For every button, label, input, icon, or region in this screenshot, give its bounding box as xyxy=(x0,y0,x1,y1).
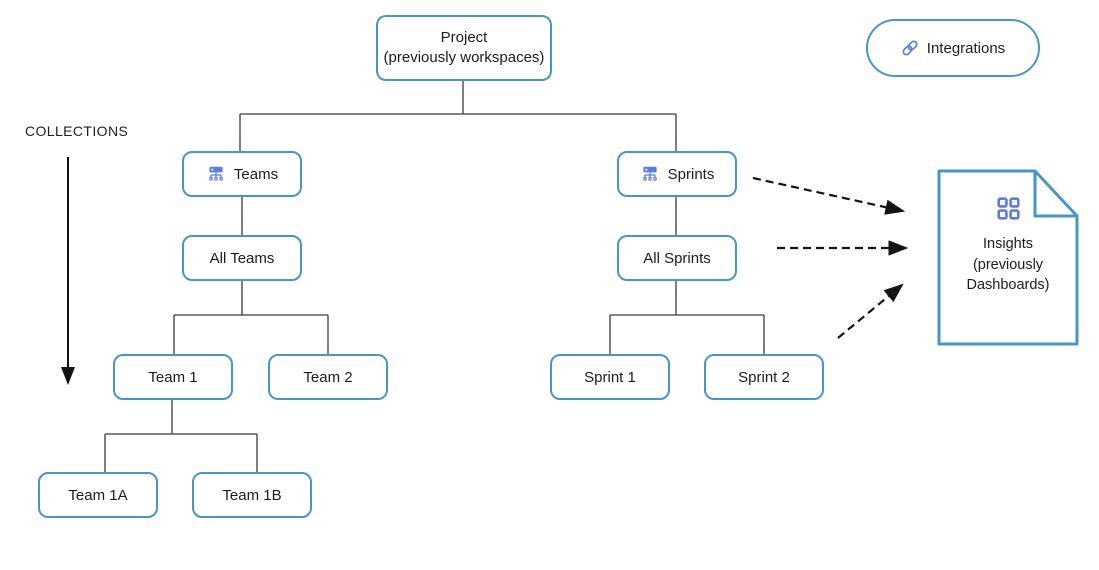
org-chart-icon xyxy=(640,164,660,184)
team-1a-label: Team 1A xyxy=(68,486,128,504)
node-team-2: Team 2 xyxy=(268,354,388,400)
sprint-1-label: Sprint 1 xyxy=(584,368,636,386)
link-icon xyxy=(901,39,919,57)
node-sprint-2: Sprint 2 xyxy=(704,354,824,400)
insights-subtitle-2: Dashboards) xyxy=(966,277,1050,293)
team-1-label: Team 1 xyxy=(148,368,198,386)
sprint-2-label: Sprint 2 xyxy=(738,368,790,386)
collections-label: COLLECTIONS xyxy=(25,123,129,139)
integrations-label: Integrations xyxy=(926,39,1006,57)
project-subtitle: (previously workspaces) xyxy=(383,49,545,66)
node-sprints: Sprints xyxy=(617,151,737,197)
insights-document: Insights (previously Dashboards) xyxy=(937,196,1079,295)
node-project: Project (previously workspaces) xyxy=(376,15,552,81)
insights-subtitle-1: (previously xyxy=(972,256,1044,273)
grid-icon xyxy=(995,196,1022,221)
team-2-label: Team 2 xyxy=(303,368,353,386)
sprints-label: Sprints xyxy=(667,165,715,183)
node-team-1: Team 1 xyxy=(113,354,233,400)
team-1b-label: Team 1B xyxy=(222,486,282,504)
node-team-1a: Team 1A xyxy=(38,472,158,518)
insights-dashed-arrows xyxy=(752,176,909,339)
org-chart-icon xyxy=(206,164,226,184)
all-teams-label: All Teams xyxy=(209,249,275,267)
teams-label: Teams xyxy=(233,165,279,183)
node-team-1b: Team 1B xyxy=(192,472,312,518)
node-integrations: Integrations xyxy=(866,19,1040,77)
node-all-sprints: All Sprints xyxy=(617,235,737,281)
insights-title: Insights xyxy=(983,236,1033,252)
node-all-teams: All Teams xyxy=(182,235,302,281)
project-title: Project xyxy=(440,29,488,46)
node-sprint-1: Sprint 1 xyxy=(550,354,670,400)
node-teams: Teams xyxy=(182,151,302,197)
all-sprints-label: All Sprints xyxy=(643,249,711,267)
